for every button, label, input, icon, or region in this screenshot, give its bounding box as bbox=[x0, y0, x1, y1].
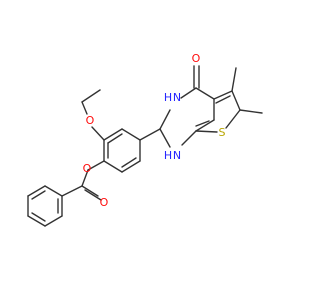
molecule-diagram: O H N H N S O O O bbox=[27, 52, 263, 227]
pyrimidinone-ring bbox=[159, 65, 215, 148]
atom-o-ester: O bbox=[83, 162, 92, 175]
thiophene-ring bbox=[195, 90, 241, 133]
aryl-link bbox=[139, 128, 161, 141]
methyl-groups bbox=[231, 67, 263, 114]
benzoyl-phenyl-ring bbox=[27, 185, 63, 227]
atom-s-thiophene: S bbox=[219, 126, 226, 139]
atom-h-nh-bottom: H bbox=[164, 149, 172, 162]
molecule-svg: O H N H N S O O O bbox=[27, 52, 263, 227]
atom-o-carbonyl: O bbox=[192, 52, 201, 65]
atom-labels: O H N H N S O O O bbox=[83, 52, 226, 209]
ester-group bbox=[61, 160, 105, 201]
ethoxy-group bbox=[81, 89, 105, 141]
atom-n-bottom: N bbox=[173, 149, 181, 162]
atom-o-ethoxy: O bbox=[86, 114, 95, 127]
atom-n-top: N bbox=[173, 91, 181, 104]
central-phenyl-ring bbox=[103, 128, 141, 173]
atom-o-ester-carbonyl: O bbox=[100, 196, 109, 209]
atom-h-nh-top: H bbox=[164, 91, 172, 104]
